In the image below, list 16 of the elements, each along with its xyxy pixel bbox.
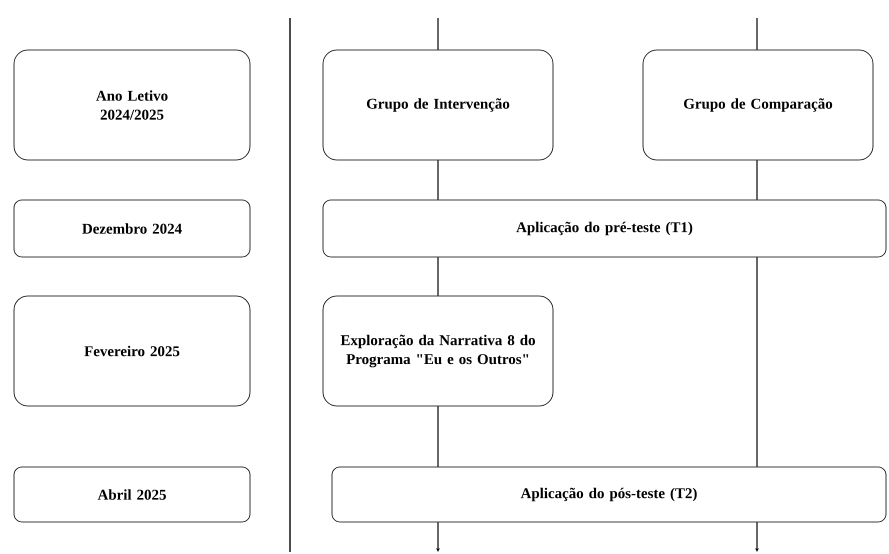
stage-box: Grupo de Comparação — [642, 50, 874, 160]
connector-line — [437, 406, 439, 467]
connector-line — [756, 257, 758, 467]
connector-line — [756, 18, 758, 50]
connector-line — [437, 18, 439, 50]
connector-line — [437, 257, 439, 296]
stage-box: Grupo de Intervenção — [322, 50, 554, 160]
connector-line — [756, 160, 758, 200]
period-box: Dezembro 2024 — [14, 200, 250, 258]
stage-box: Aplicação do pré-teste (T1) — [322, 200, 886, 258]
period-box: Abril 2025 — [14, 466, 250, 522]
period-box: Ano Letivo 2024/2025 — [14, 50, 250, 160]
period-box: Fevereiro 2025 — [14, 296, 250, 406]
connector-line — [437, 160, 439, 200]
stage-box: Aplicação do pós-teste (T2) — [332, 466, 886, 522]
stage-box: Exploração da Narrativa 8 do Programa "Eu e os Outros" — [322, 296, 554, 406]
